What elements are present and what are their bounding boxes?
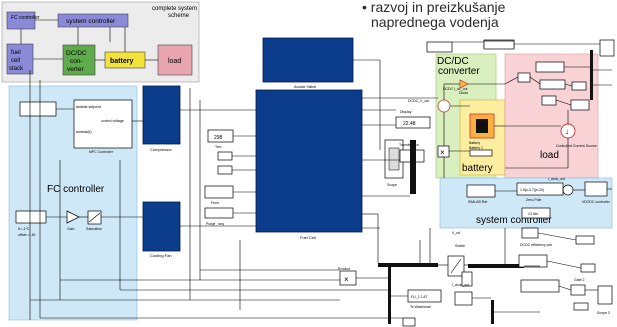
vdcdc-controller-label: VDCDC controller [582,200,611,204]
top-bus-block[interactable] [427,42,452,52]
fuel-cell-label: Fuel Cell [300,235,316,240]
tcm-value: 298 [214,135,223,141]
battery-meas-block[interactable] [470,150,492,156]
idc-block[interactable] [522,228,538,238]
anode-valve-block[interactable] [263,38,353,82]
gate-block[interactable] [571,285,585,295]
zero-pole-label: Zero-Pole [526,198,541,202]
idc-out-tag: I_dcdc_out [548,177,565,181]
zoh-block[interactable] [455,292,472,305]
ccs-arrow: ↓ [565,127,569,136]
dcdc-measure-x: × [440,148,445,157]
cooling-fan-label: Cooling Fan [150,253,172,258]
product-x: × [344,275,349,284]
cooling-fan-block[interactable] [143,202,180,251]
from-block[interactable] [205,186,233,198]
fu-sub-label: Ts Watchman [410,305,431,309]
controlled-voltage-source[interactable] [438,100,450,112]
dv-block[interactable] [403,318,415,326]
tb-block-3[interactable] [574,303,588,310]
small-block-1[interactable] [218,152,232,160]
mpc-in-2: lambda(k) [76,130,92,134]
anode-valve-label: Anode Valve [294,84,317,89]
v-sd-tag: V_sd [452,231,460,235]
scheme-title-2: scheme [168,13,190,19]
saturation-label: Saturation [86,227,102,231]
zero-pole-num: 1.5(s-0.7)(s-20) [520,188,544,192]
display-value: 22.48 [403,121,416,127]
idcdc-block[interactable] [519,255,547,267]
load-block-1[interactable] [518,73,530,82]
rdc-label: 13 Nm [528,212,538,216]
tf-bottom-block[interactable] [521,280,559,292]
small-block-2[interactable] [218,166,232,174]
fu-label: FU_2 1 AT [411,295,428,299]
fc-controller-label: FC controller [47,184,105,195]
load-region-label: load [540,150,559,161]
offset-label: offset = .45 [18,233,35,237]
dcdc-label-2: converter [438,66,480,77]
simlab-block[interactable] [467,185,495,197]
scheme-fuel-1: fuel [11,50,21,56]
sum-block[interactable] [563,185,573,195]
display-label: Display [400,110,412,114]
tcm-label: Tcm [215,145,222,149]
kfc-block[interactable] [16,211,46,223]
complete-system-scheme: complete system scheme FC controller sys… [2,2,199,82]
fuel-cell-block[interactable] [256,90,362,232]
scheme-system-controller: system controller [66,18,116,25]
switch-label: Switch [455,244,465,248]
pcd-block[interactable] [20,102,56,116]
zoh-label: I_dcdc_out [452,283,469,287]
scheme-load: load [168,58,181,65]
battery-sub-label: Battery 1 [469,146,483,150]
mpc-out: control voltage [101,119,124,123]
compressor-label: Compressor [150,147,172,152]
purge-label: Purge_ seq [206,222,224,226]
load-block-5[interactable] [542,96,556,105]
mpc-controller-label: MPC Controller [89,150,114,154]
scope-label: Scope [387,183,397,187]
kfc-label: K=-1*C [18,227,30,231]
scheme-fuel-2: cell [11,58,20,64]
gain-label: Gain [67,227,74,231]
scheme-dcdc-1: DC/DC [66,50,87,57]
load-block-4[interactable] [572,82,586,90]
load-block-2[interactable] [536,62,564,72]
idc-label: DCDC efficiency pwr [520,243,553,247]
from-label: From [211,201,219,205]
scheme-battery: battery [110,58,133,65]
battery-label: Battery [469,141,480,145]
tb-block-1[interactable] [576,236,594,244]
tb-block-2[interactable] [581,264,595,272]
scheme-fuel-3: stack [9,66,24,72]
ivfc-tag: DCDC_V_out [408,99,429,103]
purge-block[interactable] [205,208,233,218]
load-block-3[interactable] [540,80,565,89]
simlab-label: SIMLAB Ret [468,200,487,204]
load-block-6[interactable] [571,100,589,110]
scheme-dcdc-2: con- [70,58,83,65]
scope3-label: Scope 3 [597,311,610,315]
mux-out-right[interactable] [600,40,614,56]
scheme-title-1: complete system [152,6,197,12]
scope3-block[interactable] [598,286,612,304]
diode-label: Diode [459,91,468,95]
ccs-label: Controlled Current Source [556,144,597,148]
vdcdc-controller-block[interactable] [585,182,607,196]
product-label: Product [338,267,350,271]
battery-region-label: battery [462,163,493,174]
gate-label: Gate 2 [574,278,585,282]
compressor-block[interactable] [143,86,180,144]
scheme-dcdc-3: verter [67,66,84,73]
mpc-in-1: lambda setpoint [76,105,101,109]
goto-top-block[interactable] [484,41,514,49]
